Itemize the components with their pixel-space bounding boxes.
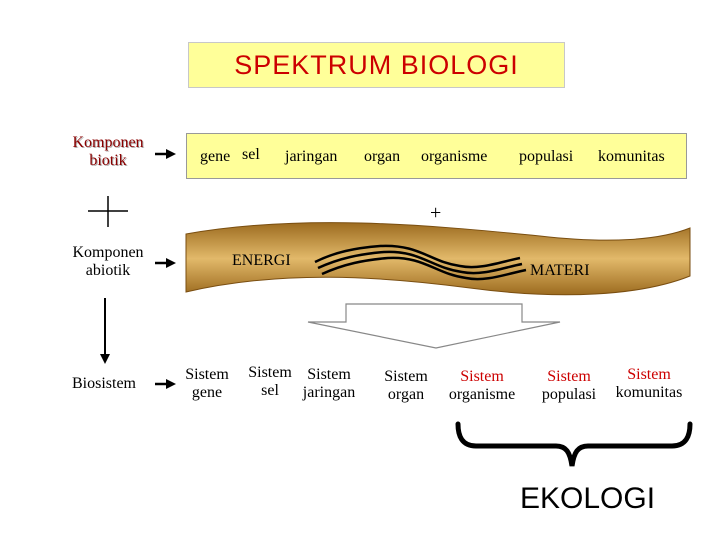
right-arrow-icon <box>155 149 176 159</box>
plus-sign: + <box>430 202 442 224</box>
system-sel: Sistem sel <box>248 364 292 399</box>
biotic-item: organ <box>364 148 401 165</box>
biotic-item: sel <box>242 146 260 163</box>
biotic-row-box <box>186 133 687 179</box>
energi-label: ENERGI <box>232 252 291 269</box>
plus-cross-icon <box>88 196 128 227</box>
energy-wave-lines <box>314 244 527 281</box>
biotic-item: populasi <box>519 148 574 165</box>
biotic-item: gene <box>200 148 231 165</box>
system-organisme: Sistem organisme <box>448 368 516 403</box>
komponen-biotik-label: Komponen biotik <box>72 134 144 169</box>
system-populasi: Sistem populasi <box>541 368 597 403</box>
system-komunitas: Sistem komunitas <box>615 366 683 401</box>
system-gene: Sistem gene <box>185 366 229 401</box>
biotic-item: komunitas <box>598 148 665 165</box>
title-box: SPEKTRUM BIOLOGI <box>188 42 565 88</box>
biotic-item: jaringan <box>285 148 338 165</box>
system-jaringan: Sistem jaringan <box>302 366 356 401</box>
komponen-abiotik-label: Komponen abiotik <box>72 244 144 279</box>
system-organ: Sistem organ <box>384 368 428 403</box>
ekologi-brace <box>455 421 693 467</box>
page-title: SPEKTRUM BIOLOGI <box>234 49 519 80</box>
materi-label: MATERI <box>530 262 590 279</box>
down-block-arrow <box>307 303 561 349</box>
down-arrow-icon <box>100 298 110 364</box>
biotic-item: organisme <box>421 148 488 165</box>
right-arrow-icon <box>155 379 176 389</box>
right-arrow-icon <box>155 258 176 268</box>
biosistem-label: Biosistem <box>71 375 136 392</box>
ekologi-label: EKOLOGI <box>520 482 656 515</box>
